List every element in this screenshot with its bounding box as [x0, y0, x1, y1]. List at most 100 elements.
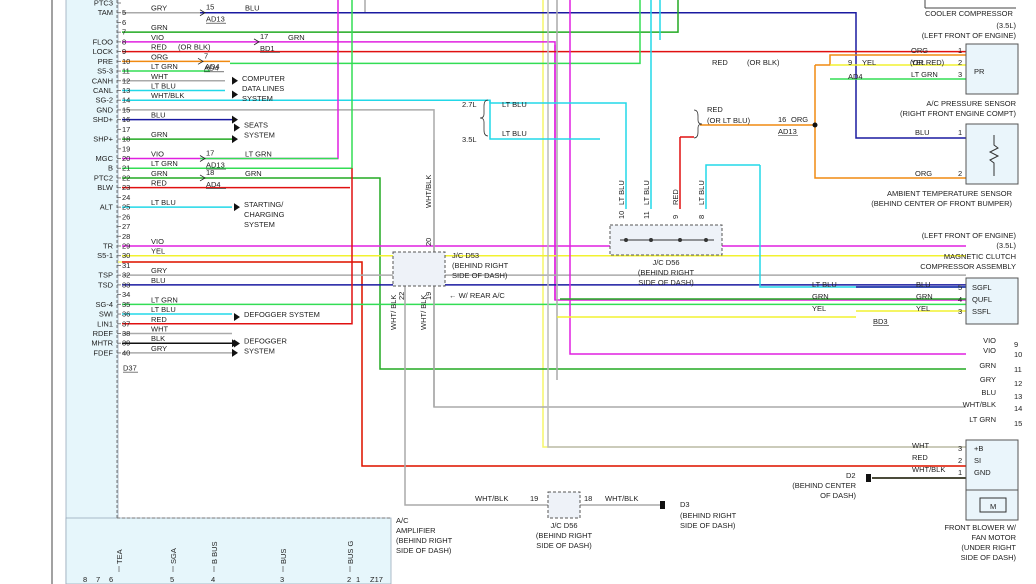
wire-color: YEL — [916, 304, 930, 313]
wire-color: (OR LT BLU) — [707, 116, 751, 125]
amp-pin-num: 29 — [122, 242, 130, 251]
amp-bottom-num: 1 — [356, 575, 360, 584]
right-bus-num: 15 — [1014, 419, 1022, 428]
clutch-label: COMPRESSOR ASSEMBLY — [920, 262, 1016, 271]
amplifier-bottom — [65, 517, 392, 584]
amp-pin-name: MHTR — [91, 339, 113, 348]
amp-pin-name: CANH — [92, 76, 113, 85]
wire-color: RED — [707, 105, 723, 114]
amp-bottom-pin: BUS — [279, 549, 288, 564]
right-bus-num: 13 — [1014, 392, 1022, 401]
wire-7-grn — [122, 0, 679, 33]
amplifier-label: AMPLIFIER — [396, 526, 436, 535]
wire-d53-b — [404, 286, 548, 506]
amp-wire-color: LT BLU — [151, 305, 176, 314]
jc-pin-num: 8 — [697, 215, 706, 219]
wire-color: LT BLU — [617, 180, 626, 205]
amp-pin-name: BLW — [97, 183, 114, 192]
ground-d3-label: (BEHIND RIGHT — [680, 511, 737, 520]
amp-wire-color: LT GRN — [151, 159, 178, 168]
amp-pin-num: 22 — [122, 173, 130, 182]
wire-10-ltgrn — [230, 0, 641, 65]
data-lines-system: SYSTEM — [242, 94, 273, 103]
amp-pin-num: 19 — [122, 144, 130, 153]
ckt-number: 15 — [206, 3, 214, 12]
engine-2.7L: 2.7L — [462, 100, 477, 109]
amp-pin-name: TSD — [98, 280, 114, 289]
jc-d53-label: J/C D53 — [452, 251, 479, 260]
amp-bottom-num: 6 — [109, 575, 113, 584]
amp-pin-num: 38 — [122, 329, 130, 338]
wire-color: LT BLU — [697, 180, 706, 205]
ground-d2-label: (BEHIND CENTER — [792, 481, 856, 490]
blower-pin-name: SI — [974, 456, 981, 465]
amp-pin-num: 34 — [122, 290, 130, 299]
wire-color: WHT/ BLK — [419, 295, 428, 330]
right-bus-num: 9 — [1014, 340, 1018, 349]
amp-pin-name: GND — [96, 105, 113, 114]
blower-label: (UNDER RIGHT — [961, 543, 1016, 552]
amp-wire-color: LT BLU — [151, 81, 176, 90]
wire-color: LT GRN — [245, 150, 272, 159]
wire-color: RED — [912, 453, 928, 462]
right-bus-num: 12 — [1014, 379, 1022, 388]
jc-pin-num: 19 — [424, 292, 433, 300]
amp-bottom-num: 7 — [96, 575, 100, 584]
wire-color: YEL — [812, 304, 826, 313]
wire-ltblu-a — [560, 102, 627, 209]
amp-pin-name: SG-4 — [95, 300, 113, 309]
wire-color: LT GRN — [969, 415, 996, 424]
amp-pin-num: 28 — [122, 232, 130, 241]
amp-pin-name: LOCK — [93, 47, 113, 56]
ambient-pin: 2 — [958, 169, 962, 178]
wire-color: BLU — [981, 388, 996, 397]
amp-wire-color: WHT — [151, 324, 168, 333]
blower-pin-num: 2 — [958, 456, 962, 465]
ground-d2-name: D2 — [846, 471, 856, 480]
ckt-number: 7 — [204, 51, 208, 60]
amp-pin-num: 37 — [122, 319, 130, 328]
amp-pin-name: CANL — [93, 86, 113, 95]
wire-org-pr — [815, 54, 966, 66]
jc-d56-bottom — [547, 491, 581, 519]
amp-pin-name: SG-2 — [95, 96, 113, 105]
amp-wire-color: WHT — [151, 72, 168, 81]
amp-wire-color: VIO — [151, 150, 164, 159]
amp-bottom-num: 3 — [280, 575, 284, 584]
amplifier-label: A/C — [396, 516, 409, 525]
amp-pin-num: 5 — [122, 8, 126, 17]
wire-color: WHT/ BLK — [389, 295, 398, 330]
jc-d56-top-label: J/C D56 — [652, 258, 679, 267]
amp-wire-color: RED — [151, 43, 167, 52]
amp-pin-num: 33 — [122, 280, 130, 289]
wire-color: VIO — [983, 346, 996, 355]
right-bus-num: 14 — [1014, 404, 1022, 413]
blower-label: FAN MOTOR — [972, 533, 1017, 542]
wire-37-red — [122, 168, 353, 325]
wire-color: WHT — [912, 441, 929, 450]
amp-pin-num: 32 — [122, 271, 130, 280]
amp-pin-name: TR — [103, 242, 114, 251]
ground-d2-label: OF DASH) — [820, 491, 856, 500]
amp-wire-color: GRY — [151, 344, 167, 353]
amp-wire-color: GRY — [151, 266, 167, 275]
amp-pin-num: 14 — [122, 96, 130, 105]
jc-d53-label: (BEHIND RIGHT — [452, 261, 509, 270]
wire-color: WHT/BLK — [424, 175, 433, 208]
amp-pin-name: ALT — [100, 203, 114, 212]
wire-color: RED — [712, 58, 728, 67]
pressure-pin: 1 — [958, 46, 962, 55]
amp-pin-name: LIN1 — [97, 319, 113, 328]
wire-alt: (OR RED) — [910, 58, 945, 67]
amp-pin-num: 35 — [122, 300, 130, 309]
amp-pin-num: 30 — [122, 251, 130, 260]
amp-wire-color: LT GRN — [151, 295, 178, 304]
clutch-pin-name: SSFL — [972, 307, 991, 316]
wire-color: GRN — [812, 292, 829, 301]
amp-pin-name: SHD+ — [93, 115, 114, 124]
amp-wire-color: BLK — [151, 334, 165, 343]
cooler-loc: (LEFT FRONT OF ENGINE) — [922, 31, 1017, 40]
amp-pin-num: 24 — [122, 193, 130, 202]
amp-pin-num: 6 — [122, 18, 126, 27]
front-blower — [965, 439, 1019, 491]
